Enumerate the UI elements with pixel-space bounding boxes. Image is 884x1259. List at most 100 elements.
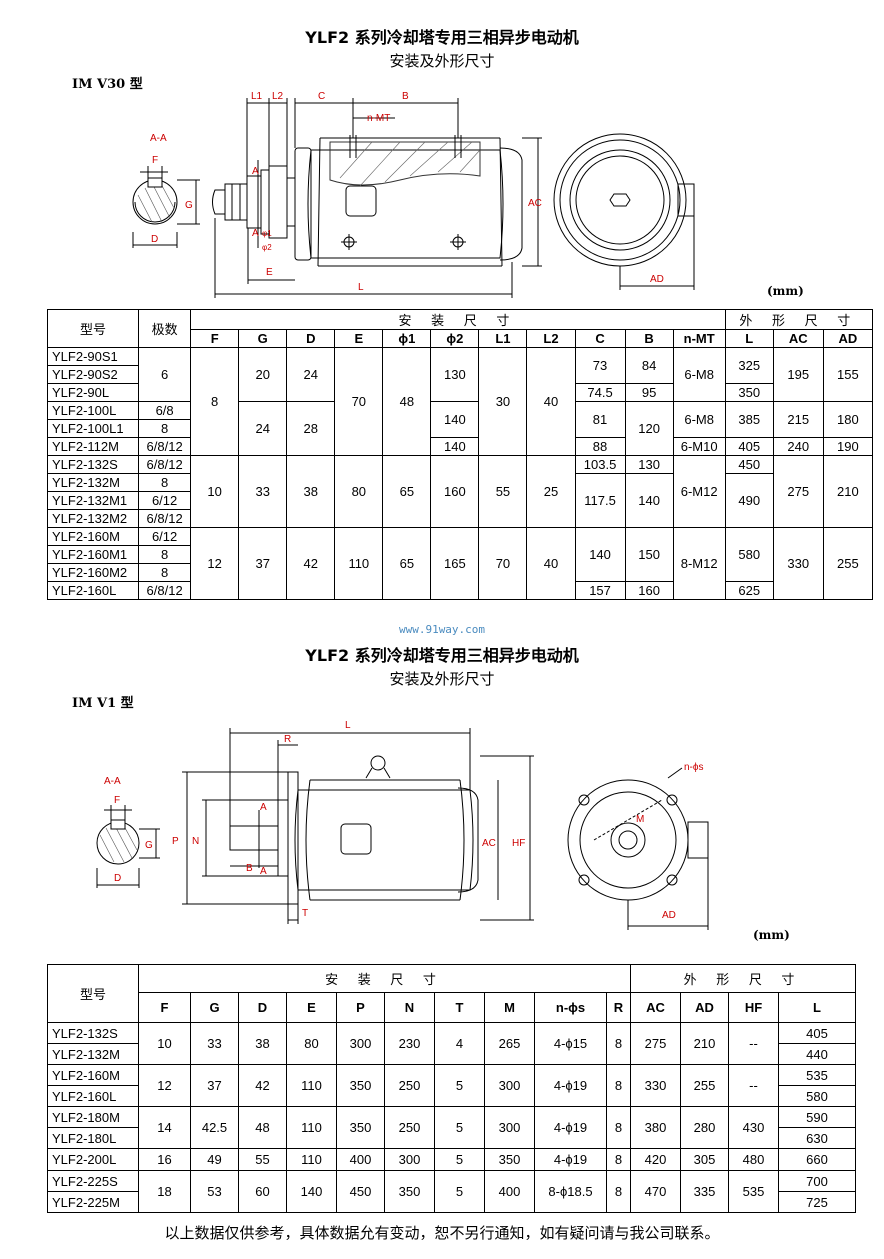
r-cell: 8	[606, 1106, 631, 1149]
poles-cell: 8	[138, 563, 192, 582]
col-l: L	[777, 992, 857, 1023]
l-cell: 325	[724, 347, 774, 384]
e-cell: 110	[334, 527, 384, 600]
section2-mount-type: IM V1 型	[72, 696, 134, 711]
col-g: G	[238, 329, 288, 348]
c-cell: 81	[574, 401, 626, 438]
section2-subtitle: 安装及外形尺寸	[389, 670, 495, 688]
p-cell: 400	[336, 1148, 385, 1171]
l-cell: 630	[777, 1127, 857, 1149]
e-cell: 70	[334, 347, 384, 456]
model-cell: YLF2-180L	[47, 1127, 139, 1149]
poles-cell: 8	[138, 473, 192, 492]
ac-cell: 275	[772, 455, 824, 528]
l1-cell: 30	[478, 347, 528, 456]
f-cell: 16	[138, 1148, 191, 1171]
label-section-aa: A-A	[104, 776, 121, 787]
label-l: L	[345, 720, 351, 731]
ad-cell: 335	[680, 1170, 729, 1213]
col-t: T	[434, 992, 485, 1023]
hf-cell: 430	[728, 1106, 779, 1149]
c-cell: 140	[574, 527, 626, 582]
label-a-top: A	[252, 166, 259, 177]
ac-cell: 470	[630, 1170, 681, 1213]
col-f: F	[138, 992, 191, 1023]
col-g: G	[190, 992, 239, 1023]
col-ad: AD	[822, 329, 874, 348]
p-cell: 350	[336, 1064, 385, 1107]
poles-cell: 6	[138, 347, 192, 402]
label-a-bottom: A	[260, 866, 267, 877]
l-cell: 590	[777, 1106, 857, 1128]
col-phi1: ϕ1	[382, 329, 432, 348]
l-cell: 580	[724, 527, 774, 582]
ad-cell: 155	[822, 347, 874, 402]
g-cell: 49	[190, 1148, 239, 1171]
col-f: F	[190, 329, 240, 348]
label-ad: AD	[662, 910, 676, 921]
phi1-cell: 65	[382, 455, 432, 528]
g-cell: 33	[238, 455, 288, 528]
d-cell: 28	[286, 401, 336, 456]
ad-cell: 305	[680, 1148, 729, 1171]
section1-mount-type: IM V30 型	[72, 77, 143, 92]
f-cell: 18	[138, 1170, 191, 1213]
col-l2: L2	[526, 329, 576, 348]
model-cell: YLF2-160L	[47, 1085, 139, 1107]
group-outline: 外 形 尺 寸	[724, 309, 874, 330]
g-cell: 53	[190, 1170, 239, 1213]
n-cell: 230	[384, 1022, 435, 1065]
ad-cell: 255	[822, 527, 874, 600]
g-cell: 20	[238, 347, 288, 402]
phi2-cell: 140	[430, 437, 480, 456]
label-l: L	[358, 282, 364, 293]
poles-cell: 8	[138, 545, 192, 564]
nmt-cell: 8-M12	[672, 527, 726, 600]
n-phis-cell: 4-ϕ19	[534, 1148, 607, 1171]
l1-cell: 55	[478, 455, 528, 528]
v1-spec-table: 型号 安 装 尺 寸 外 形 尺 寸 F G D E P N T M n-ϕs …	[47, 964, 857, 1213]
b-cell: 140	[624, 473, 674, 528]
model-cell: YLF2-160M	[46, 527, 140, 546]
label-phi1: φ1	[262, 229, 272, 238]
ac-cell: 380	[630, 1106, 681, 1149]
n-phis-cell: 4-ϕ19	[534, 1106, 607, 1149]
p-cell: 300	[336, 1022, 385, 1065]
poles-cell: 6/12	[138, 527, 192, 546]
label-n: N	[192, 836, 199, 847]
p-cell: 450	[336, 1170, 385, 1213]
col-ac: AC	[630, 992, 681, 1023]
l2-cell: 40	[526, 527, 576, 600]
label-f: F	[114, 795, 120, 806]
l-cell: 535	[777, 1064, 857, 1086]
v1-drawing: A-A F G D L R P N B A A T AC HF AD M n-ϕ…	[96, 720, 709, 930]
l1-cell: 70	[478, 527, 528, 600]
p-cell: 350	[336, 1106, 385, 1149]
label-b: B	[402, 91, 409, 102]
group-install: 安 装 尺 寸	[138, 964, 631, 993]
col-d: D	[286, 329, 336, 348]
group-install: 安 装 尺 寸	[190, 309, 726, 330]
model-cell: YLF2-132M2	[46, 509, 140, 528]
d-cell: 60	[238, 1170, 287, 1213]
nmt-cell: 6-M12	[672, 455, 726, 528]
model-cell: YLF2-132M	[46, 473, 140, 492]
d-cell: 42	[238, 1064, 287, 1107]
model-cell: YLF2-160M2	[46, 563, 140, 582]
model-cell: YLF2-90S1	[46, 347, 140, 366]
t-cell: 5	[434, 1148, 485, 1171]
col-n-phis: n-ϕs	[534, 992, 607, 1023]
l-cell: 580	[777, 1085, 857, 1107]
label-ac: AC	[482, 838, 496, 849]
col-l: L	[724, 329, 774, 348]
label-hf: HF	[512, 838, 525, 849]
ad-cell: 180	[822, 401, 874, 438]
ac-cell: 275	[630, 1022, 681, 1065]
col-r: R	[606, 992, 631, 1023]
label-n-phis: n-ϕs	[684, 762, 704, 773]
r-cell: 8	[606, 1022, 631, 1065]
label-nmt: n-MT	[367, 113, 390, 124]
col-e: E	[334, 329, 384, 348]
section1-subtitle: 安装及外形尺寸	[389, 52, 495, 70]
c-cell: 88	[574, 437, 626, 456]
